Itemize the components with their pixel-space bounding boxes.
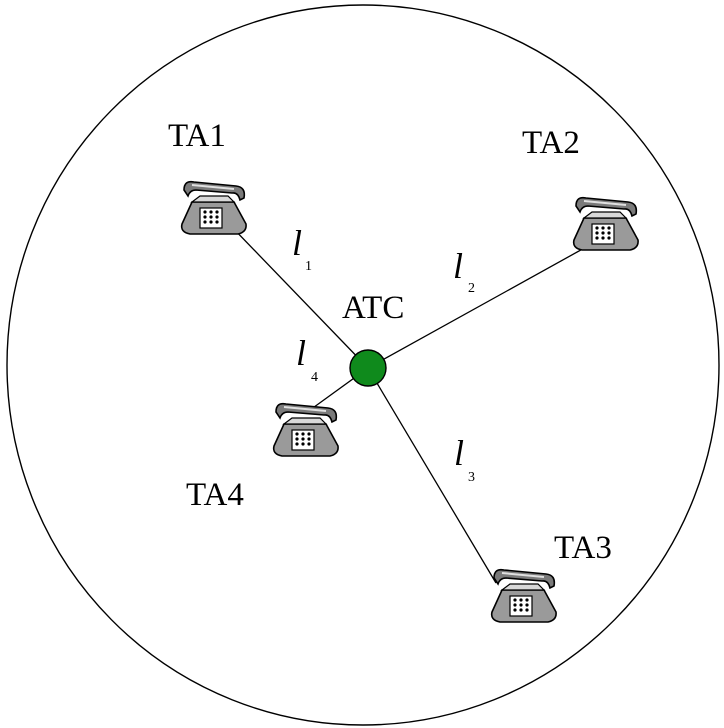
link-label-l1: l — [292, 223, 302, 263]
coverage-circle — [6, 4, 720, 726]
telephone-icon — [490, 568, 558, 623]
atc-node — [349, 349, 387, 387]
telephone-icon — [572, 196, 640, 251]
link-subscript-l3: 3 — [468, 470, 475, 485]
terminal-label-ta3: TA3 — [554, 530, 612, 566]
terminal-label-ta4: TA4 — [186, 477, 244, 513]
link-line-l3 — [367, 367, 497, 584]
telephone-icon — [180, 180, 248, 235]
link-label-l2: l — [453, 246, 463, 286]
telephone-icon — [272, 402, 340, 457]
link-label-l4: l — [296, 333, 306, 373]
link-subscript-l4: 4 — [311, 370, 318, 385]
atc-label: ATC — [342, 290, 404, 326]
terminal-label-ta2: TA2 — [522, 125, 580, 161]
link-subscript-l2: 2 — [468, 281, 475, 296]
link-line-l1 — [229, 224, 369, 369]
terminal-label-ta1: TA1 — [168, 118, 226, 154]
link-line-l2 — [367, 245, 589, 369]
link-subscript-l1: 1 — [305, 259, 312, 274]
link-label-l3: l — [454, 433, 464, 473]
